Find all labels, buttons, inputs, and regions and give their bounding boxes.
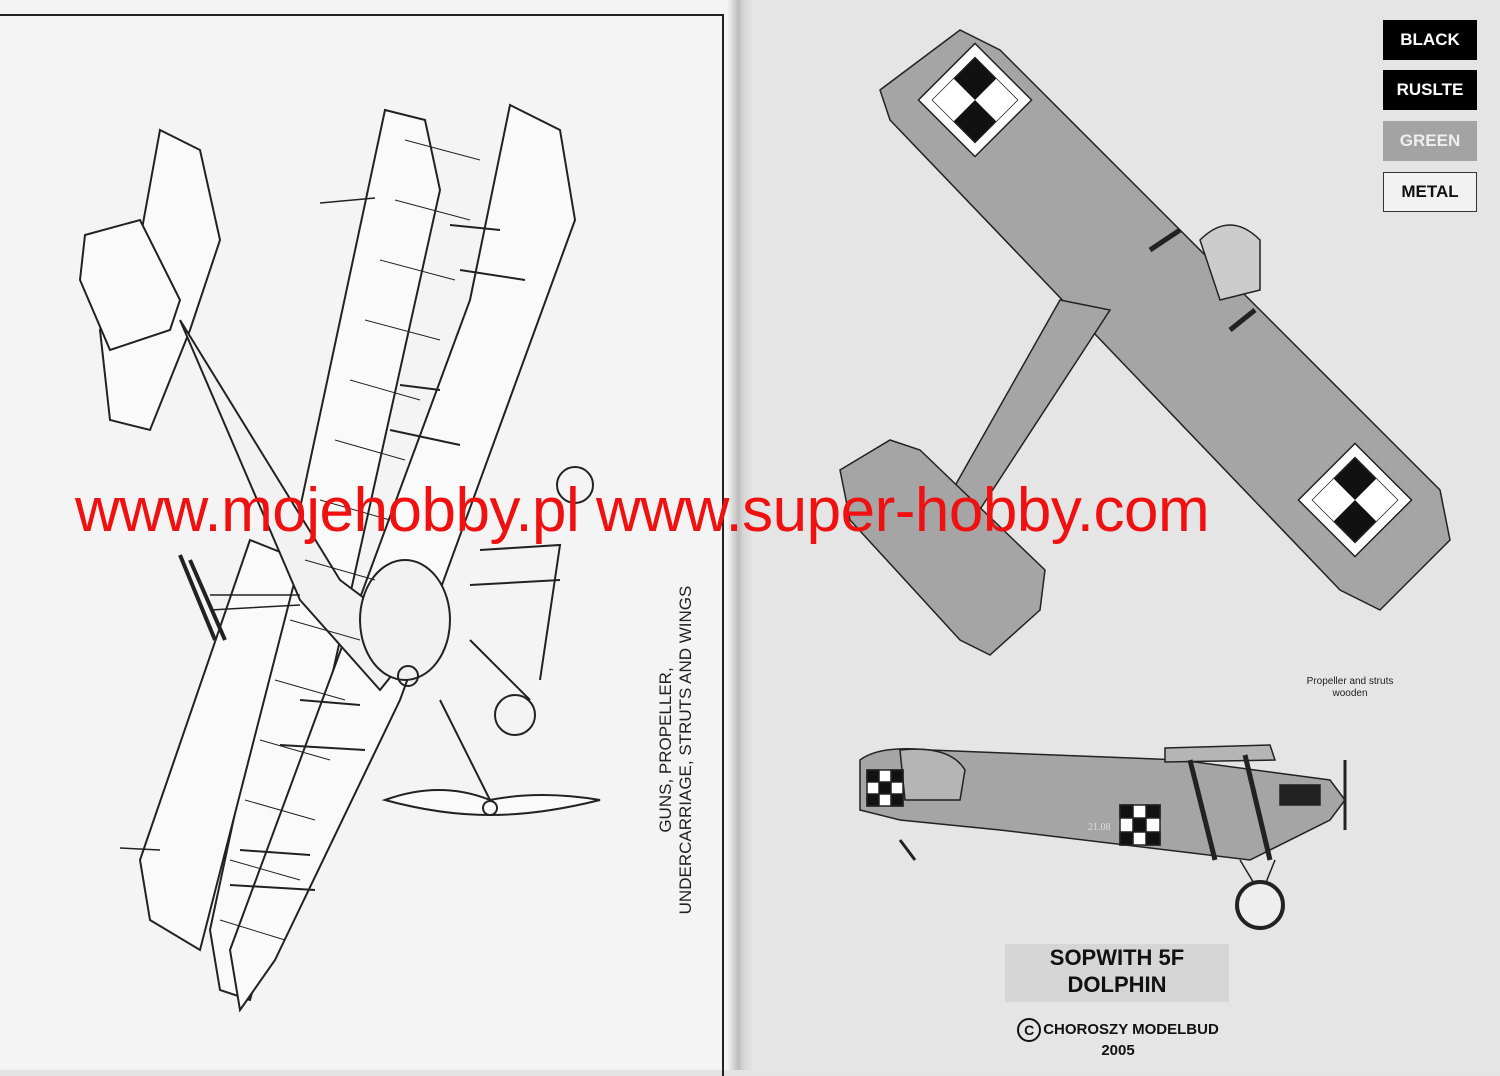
watermark: www.mojehobby.pl www.super-hobby.com bbox=[75, 476, 1210, 545]
roundel-top bbox=[917, 42, 1033, 158]
copyright-text: CHOROSZY MODELBUD bbox=[1043, 1020, 1219, 1038]
note-line-1: Propeller and struts bbox=[1306, 676, 1394, 687]
binding-spine bbox=[728, 0, 754, 1070]
serial-number: 21.08 bbox=[1088, 822, 1111, 833]
copyright-icon: C bbox=[1017, 1018, 1042, 1042]
model-title: SOPWITH 5F DOLPHIN bbox=[1005, 944, 1229, 1002]
title-line-1: SOPWITH 5F bbox=[1049, 945, 1185, 970]
note-line-2: wooden bbox=[1332, 688, 1368, 699]
legend-metal: METAL bbox=[1383, 172, 1477, 212]
side-view bbox=[859, 744, 1347, 930]
title-line-2: DOLPHIN bbox=[1067, 972, 1167, 997]
propeller-note: Propeller and struts wooden bbox=[1290, 676, 1410, 700]
legend-green: GREEN bbox=[1383, 121, 1477, 161]
exploded-view-drawing bbox=[78, 103, 601, 1013]
legend-ruslte: RUSLTE bbox=[1383, 70, 1477, 110]
wing-ribs bbox=[219, 139, 481, 941]
page-frame bbox=[0, 14, 724, 1076]
copyright-year: 2005 bbox=[1101, 1042, 1135, 1059]
roundel-bottom bbox=[1297, 442, 1413, 558]
legend-black: BLACK bbox=[1383, 20, 1477, 60]
top-view bbox=[839, 29, 1451, 656]
